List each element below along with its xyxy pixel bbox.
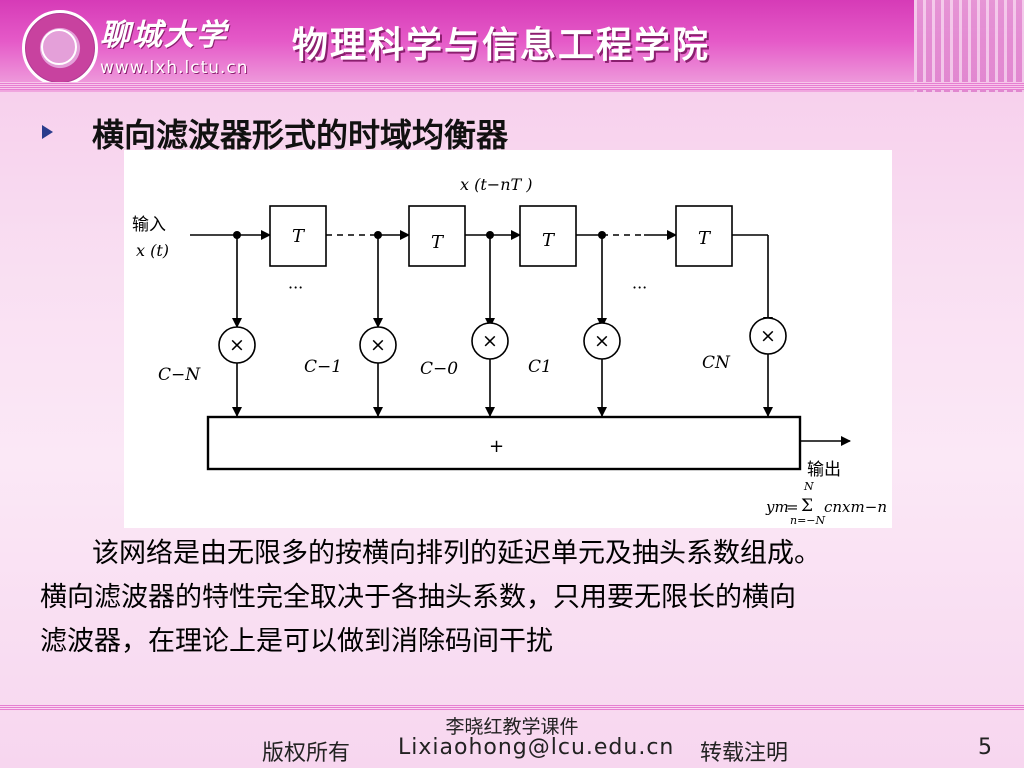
header-stripe: [0, 82, 1024, 90]
delay-box-1: [269, 205, 327, 267]
footer-email: Lixiaohong@lcu.edu.cn: [398, 735, 675, 760]
coefficient-c-n: CN: [702, 353, 731, 373]
junction-dot-3: [486, 231, 494, 239]
formula-equals: =: [786, 498, 799, 516]
school-name: 物理科学与信息工程学院: [292, 25, 711, 66]
website-url: www.lxh.lctu.cn: [100, 58, 249, 78]
delay-box-3: [519, 205, 577, 267]
formula-term: cnxm−n: [824, 498, 887, 516]
input-signal-label: x (t): [136, 241, 169, 260]
paragraph-line-3: 滤波器，在理论上是可以做到消除码间干扰: [40, 626, 553, 657]
logo-emblem: [41, 29, 77, 65]
delay-label-3: T: [542, 230, 556, 251]
multiply-sign-5: ×: [760, 325, 776, 347]
sum-symbol: +: [489, 436, 504, 457]
tap-signal-label: x (t−nT ): [460, 175, 533, 194]
multiply-sign-4: ×: [594, 330, 610, 352]
paragraph-line-2: 横向滤波器的特性完全取决于各抽头系数，只用要无限长的横向: [40, 582, 796, 613]
footer-reprint-note: 转载注明: [700, 741, 789, 766]
coefficient-c-0: C−0: [420, 359, 458, 379]
footer-stripe: [0, 705, 1024, 711]
junction-dot-2: [374, 231, 382, 239]
bullet-triangle-icon: [42, 125, 53, 139]
coefficient-c-neg-n: C−N: [158, 365, 201, 385]
delay-label-1: T: [292, 226, 306, 247]
coefficient-c-1: C1: [528, 357, 552, 377]
slide-title: 横向滤波器形式的时域均衡器: [92, 116, 509, 154]
input-label: 输入: [132, 215, 166, 235]
header-banner: 聊城大学 物理科学与信息工程学院 www.lxh.lctu.cn: [0, 0, 1024, 92]
campus-building-image: [914, 0, 1024, 92]
junction-dot-1: [233, 231, 241, 239]
diagram-canvas: 输入 x (t) x (t−nT ) T T T T ··· ··· × × ×…: [132, 175, 887, 527]
multiply-sign-1: ×: [229, 334, 245, 356]
ellipsis-1: ···: [288, 278, 303, 297]
junction-dot-4: [598, 231, 606, 239]
ellipsis-2: ···: [632, 278, 647, 297]
delay-label-4: T: [698, 228, 712, 249]
multiply-sign-3: ×: [482, 330, 498, 352]
formula-sum-upper: N: [803, 480, 814, 493]
page-number: 5: [978, 735, 992, 760]
footer-copyright: 版权所有: [262, 741, 351, 766]
formula-sum-sign: Σ: [801, 496, 813, 516]
transversal-filter-diagram: 输入 x (t) x (t−nT ) T T T T ··· ··· × × ×…: [124, 150, 892, 528]
slide-paragraph: 该网络是由无限多的按横向排列的延迟单元及抽头系数组成。 横向滤波器的特性完全取决…: [40, 532, 1000, 664]
university-logo: [22, 10, 98, 86]
multiply-sign-2: ×: [370, 334, 386, 356]
delay-label-2: T: [431, 232, 445, 253]
university-name: 聊城大学: [100, 18, 228, 53]
coefficient-c-neg-1: C−1: [304, 357, 342, 377]
adder-box: [206, 415, 802, 471]
footer-author: 李晓红教学课件: [445, 716, 579, 738]
output-label: 输出: [807, 460, 841, 480]
formula-sum-lower: n=−N: [790, 514, 826, 527]
formula-lhs: ym: [765, 498, 789, 516]
paragraph-line-1: 该网络是由无限多的按横向排列的延迟单元及抽头系数组成。: [92, 538, 821, 569]
delay-box-4: [675, 205, 733, 267]
delay-box-2: [408, 205, 466, 267]
